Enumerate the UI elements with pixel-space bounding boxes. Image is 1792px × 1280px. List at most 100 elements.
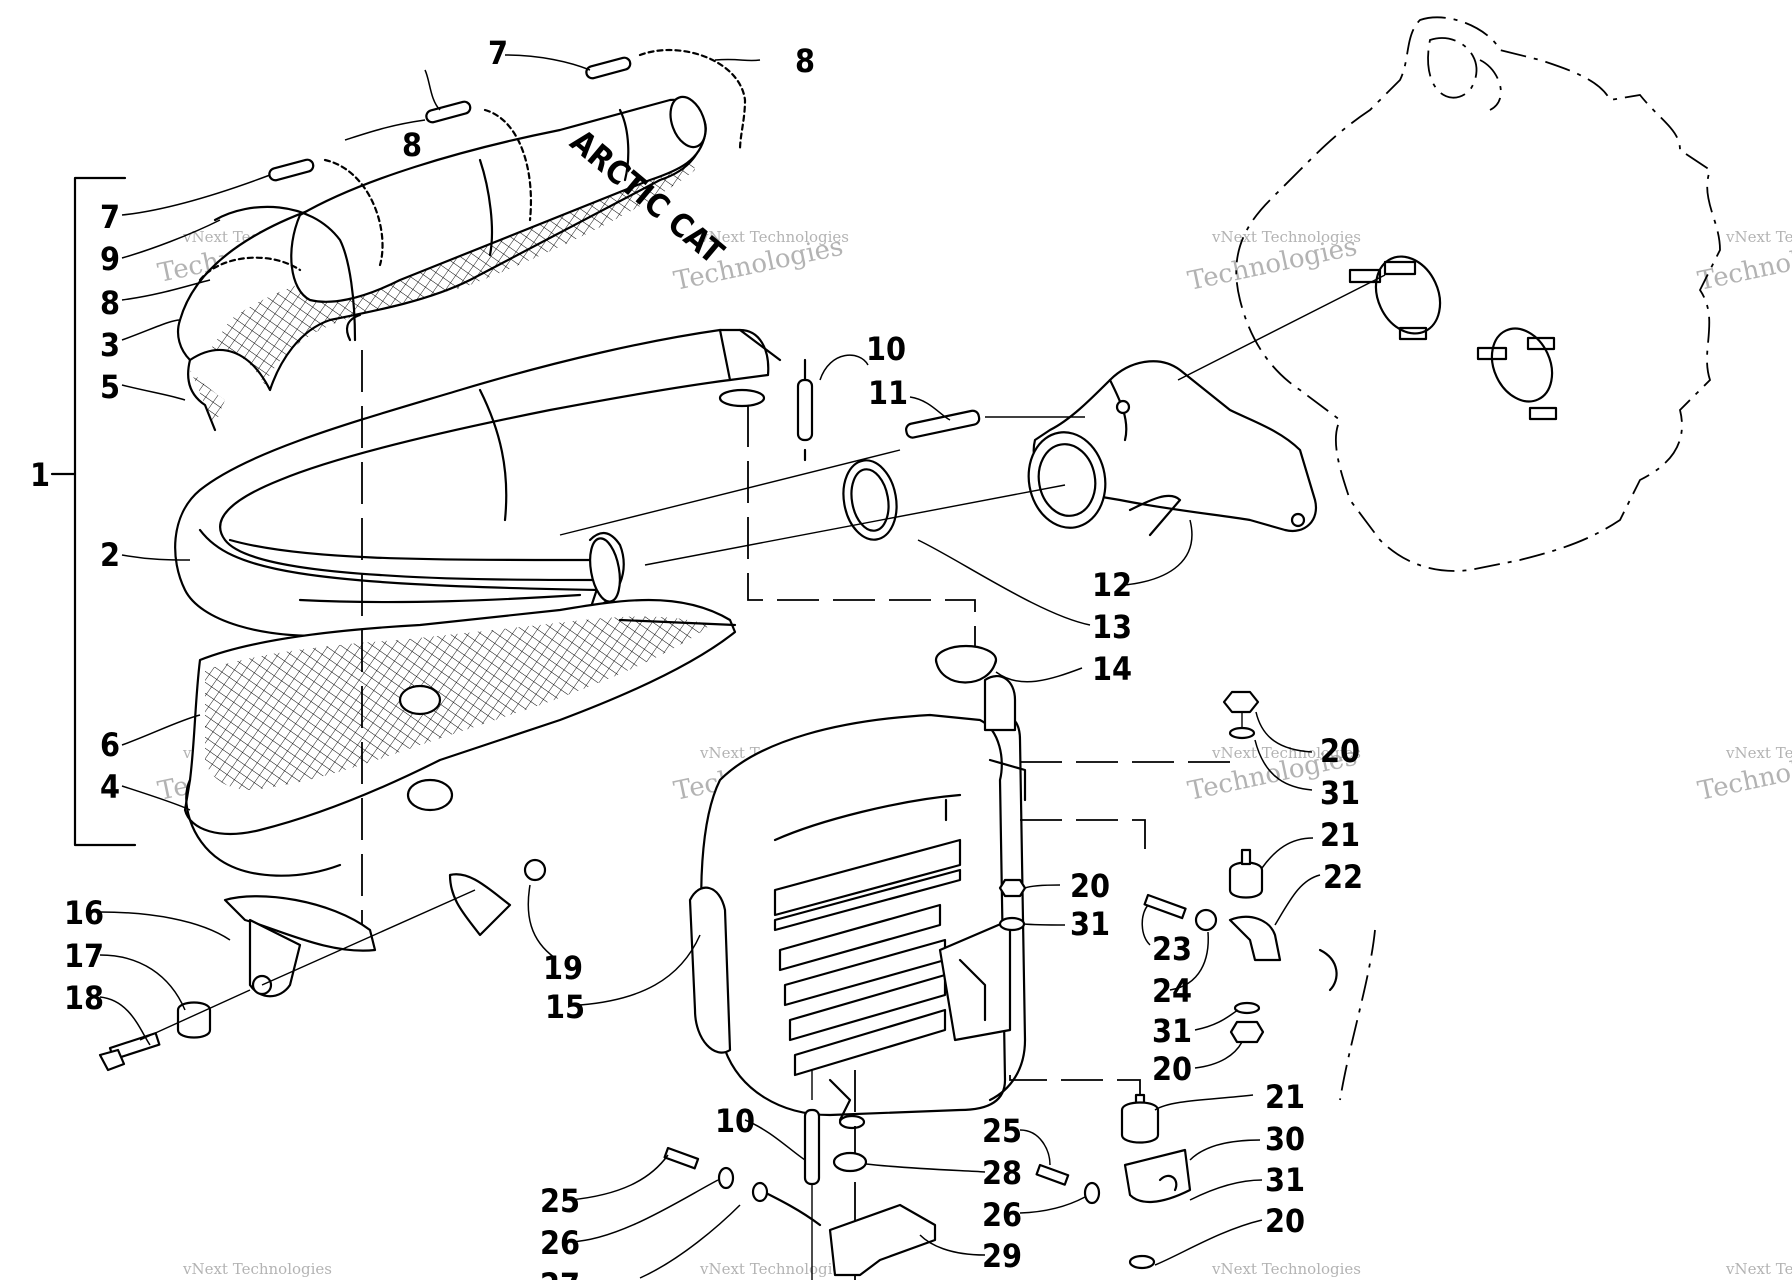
label-25-right: 25 [982,1112,1022,1150]
label-20-bottom: 20 [1265,1202,1305,1240]
washer-20-bottom [1128,1254,1156,1270]
label-23: 23 [1152,930,1192,968]
label-1: 1 [30,456,50,494]
label-27: 27 [540,1266,580,1280]
grommet [934,644,998,684]
spring-7-top [585,56,632,80]
bracket-29 [828,1203,937,1277]
chamber-outlet [718,388,766,408]
upper-canister: ARCTIC CAT [290,95,732,303]
label-21-upper: 21 [1320,816,1360,854]
washer-31-left [998,916,1026,932]
muffler-rib [773,838,962,917]
washer-26-left [717,1166,735,1190]
engine-outline [1235,16,1721,572]
washer-31-mid [1233,1001,1261,1015]
nut-20-left [998,878,1027,898]
muffler-outlet [838,1114,866,1130]
label-11: 11 [868,374,908,412]
plate-19 [448,873,512,937]
label-20-top: 20 [1320,732,1360,770]
muffler-mount-plate [938,918,1012,1042]
label-21-lower: 21 [1265,1078,1305,1116]
label-30: 30 [1265,1120,1305,1158]
chain-8-top [638,48,747,152]
cable-27 [758,1188,822,1227]
chain-8-mid [483,108,532,222]
label-18: 18 [64,979,104,1017]
muffler-rib [773,868,962,932]
nut-20-mid [1229,1020,1265,1044]
label-10-upper: 10 [866,330,906,368]
label-7-top: 7 [488,34,508,72]
bolt-25-left [663,1146,700,1170]
label-8-top: 8 [795,42,815,80]
spring-9-long [213,205,357,342]
watermark-line: vNext Technologies [1211,1260,1361,1278]
label-26-right: 26 [982,1196,1022,1234]
watermark-line: vNext Technologies [1211,744,1361,762]
chain-8-left [198,256,302,282]
chain-8-mid2 [323,158,384,267]
label-31-mid: 31 [1152,1012,1192,1050]
label-8-mid: 8 [402,126,422,164]
label-4: 4 [100,768,120,806]
label-31-top: 31 [1320,774,1360,812]
watermark-line: vNext Technologies [1725,1260,1792,1278]
label-20-left: 20 [1070,867,1110,905]
heat-shield-lower [183,598,737,877]
muffler-rib [788,973,947,1042]
label-7-left: 7 [100,198,120,236]
watermark-line: vNext Technologies [182,1260,332,1278]
label-28: 28 [982,1154,1022,1192]
label-25-left: 25 [540,1182,580,1220]
watermark-line: vNext Technologies [1211,228,1361,246]
watermark-line: vNext Technologies [1725,228,1792,246]
muffler-rib [793,1008,947,1077]
label-31-left: 31 [1070,905,1110,943]
shield-hole [398,684,442,716]
muffler [688,675,1027,1130]
label-10-lower: 10 [715,1102,755,1140]
spring-7-left [268,158,315,182]
assembly-bracket [50,176,137,847]
label-22: 22 [1323,858,1363,896]
grommet-28 [832,1151,868,1173]
bracket-16 [223,895,377,952]
shield-hole-lower [406,778,454,812]
watermark-line: vNext Technologies [1725,744,1792,762]
label-12: 12 [1092,566,1132,604]
label-16: 16 [64,894,104,932]
label-31-bottom: 31 [1265,1161,1305,1199]
engine-port-lower [1476,327,1558,421]
bracket-30 [1123,1148,1192,1204]
label-2: 2 [100,536,120,574]
engine-port-upper [1348,255,1442,341]
washer-31-top [1228,726,1256,740]
label-3: 3 [100,326,120,364]
right-hardware [998,690,1376,1101]
label-5: 5 [100,368,120,406]
label-9: 9 [100,240,120,278]
frame-hook [1318,948,1338,992]
label-26-left: 26 [540,1224,580,1262]
exhaust-manifold [1027,360,1318,537]
upper-springs [796,358,981,462]
spring-11 [905,409,981,439]
spring-10-lower [803,1108,821,1186]
label-20-mid: 20 [1152,1050,1192,1088]
leader-lines [99,54,1321,1279]
label-19: 19 [543,949,583,987]
label-29: 29 [982,1237,1022,1275]
lock-washer-24 [1194,908,1218,932]
lower-middle-hardware [663,1070,937,1280]
washer-26-right [1083,1181,1101,1205]
label-8-left: 8 [100,284,120,322]
manifold-spring-hook [1128,494,1182,537]
bolt-23 [1143,893,1187,920]
watermark-line: vNext Technologies [699,1260,849,1278]
label-24: 24 [1152,972,1192,1010]
part-labels: 1 2 3 4 5 6 7 7 8 8 8 9 10 10 11 12 13 1… [30,34,1363,1280]
frame-edge [1339,929,1376,1101]
